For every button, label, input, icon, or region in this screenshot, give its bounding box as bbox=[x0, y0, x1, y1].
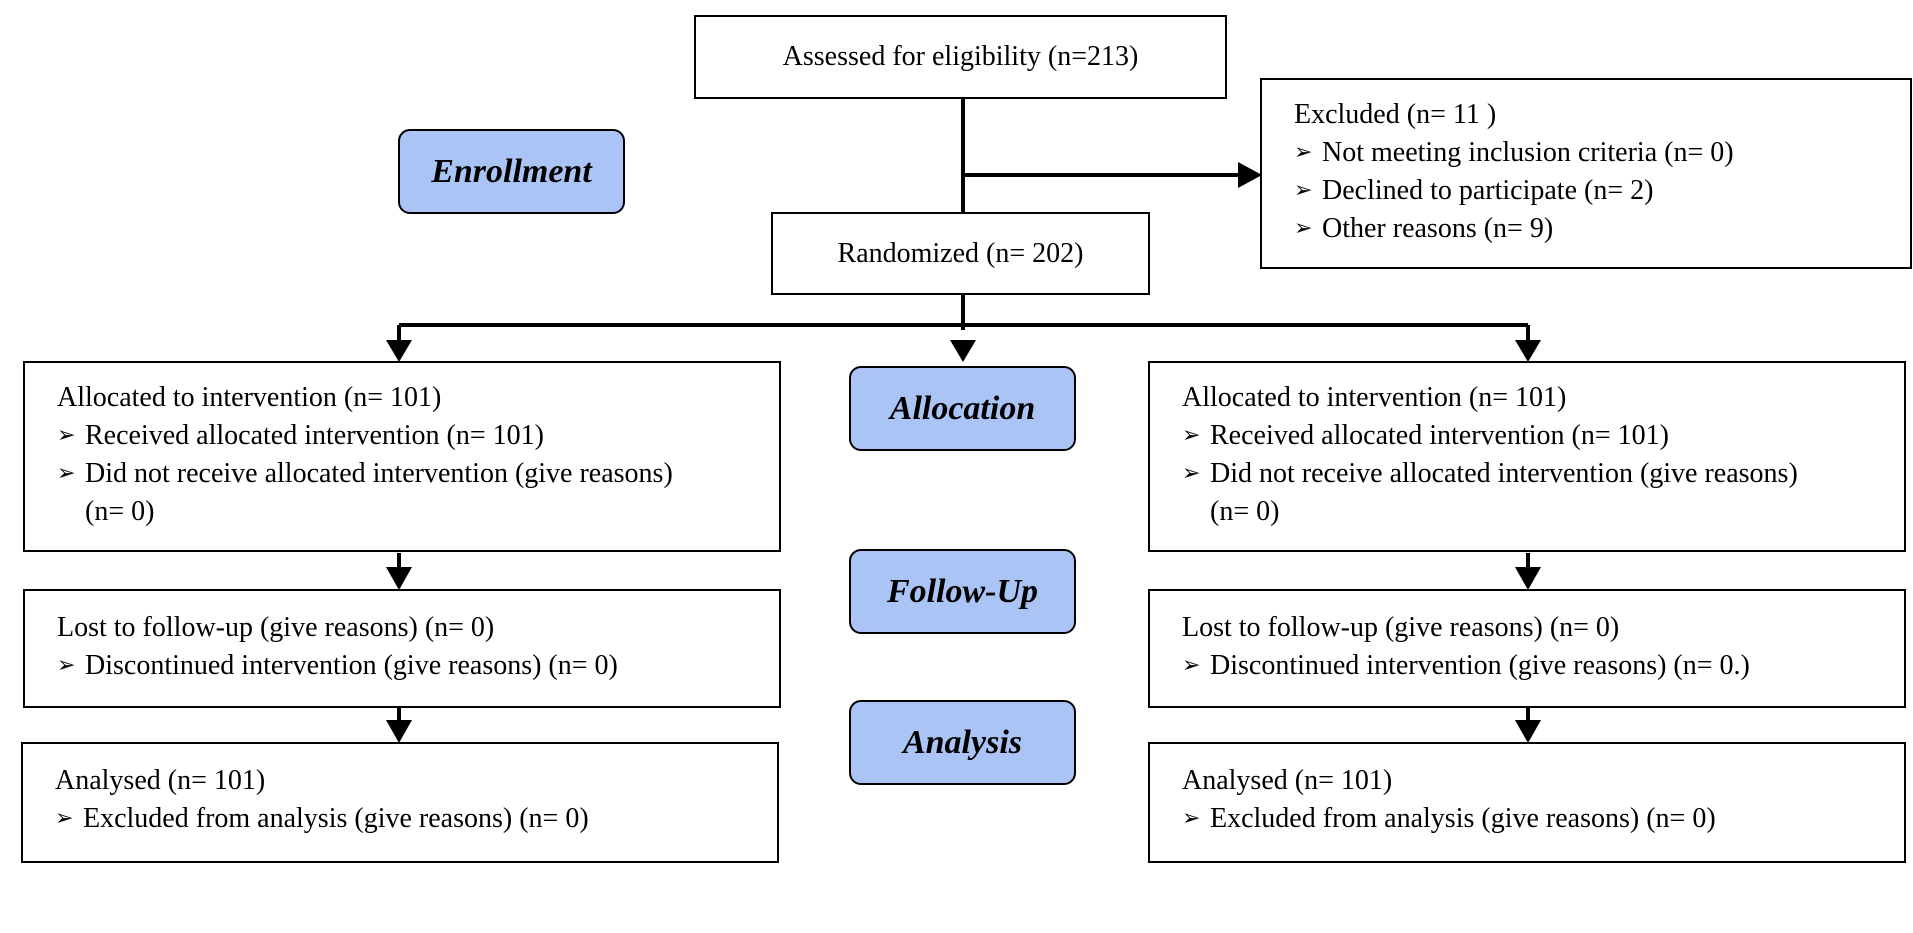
excluded-item-text: Not meeting inclusion criteria (n= 0) bbox=[1322, 137, 1734, 168]
excluded-item-text: Other reasons (n= 9) bbox=[1322, 213, 1554, 244]
randomized-text: Randomized (n= 202) bbox=[837, 237, 1084, 269]
left-analysis-item: ➢ Excluded from analysis (give reasons) … bbox=[55, 800, 757, 838]
left-analysis-title: Analysed (n= 101) bbox=[55, 765, 266, 796]
left-allocation-box: Allocated to intervention (n= 101) ➢ Rec… bbox=[23, 361, 781, 552]
right-analysis-item: ➢ Excluded from analysis (give reasons) … bbox=[1182, 800, 1884, 838]
excluded-item: ➢ Other reasons (n= 9) bbox=[1294, 210, 1910, 248]
right-analysis-title: Analysed (n= 101) bbox=[1182, 765, 1393, 796]
bullet-arrow-icon: ➢ bbox=[1182, 653, 1201, 678]
left-allocation-item: ➢ Received allocated intervention (n= 10… bbox=[57, 417, 759, 455]
bullet-arrow-icon: ➢ bbox=[1294, 216, 1313, 241]
right-allocation-item: ➢ Received allocated intervention (n= 10… bbox=[1182, 417, 1884, 455]
bullet-arrow-icon: ➢ bbox=[55, 806, 74, 831]
left-followup-title: Lost to follow-up (give reasons) (n= 0) bbox=[57, 612, 495, 643]
arrow-to-right-followup bbox=[1515, 567, 1541, 590]
right-analysis-item-text: Excluded from analysis (give reasons) (n… bbox=[1210, 803, 1716, 834]
arrow-to-left-followup bbox=[386, 567, 412, 590]
left-allocation-item-text: Did not receive allocated intervention (… bbox=[85, 458, 673, 527]
left-allocation-item-text: Received allocated intervention (n= 101) bbox=[85, 420, 544, 451]
bullet-arrow-icon: ➢ bbox=[1182, 806, 1201, 831]
excluded-box: Excluded (n= 11 ) ➢ Not meeting inclusio… bbox=[1260, 78, 1912, 269]
excluded-item: ➢ Not meeting inclusion criteria (n= 0) bbox=[1294, 134, 1910, 172]
left-analysis-item-text: Excluded from analysis (give reasons) (n… bbox=[83, 803, 589, 834]
right-analysis-box: Analysed (n= 101) ➢ Excluded from analys… bbox=[1148, 742, 1906, 863]
bullet-arrow-icon: ➢ bbox=[1294, 178, 1313, 203]
bullet-arrow-icon: ➢ bbox=[1182, 423, 1201, 448]
bullet-arrow-icon: ➢ bbox=[1294, 140, 1313, 165]
right-followup-item: ➢ Discontinued intervention (give reason… bbox=[1182, 647, 1884, 685]
phase-label-follow-up: Follow-Up bbox=[849, 549, 1076, 634]
right-allocation-title: Allocated to intervention (n= 101) bbox=[1182, 382, 1567, 413]
left-analysis-box: Analysed (n= 101) ➢ Excluded from analys… bbox=[21, 742, 779, 863]
assessed-text: Assessed for eligibility (n=213) bbox=[782, 41, 1139, 72]
randomized-box: Randomized (n= 202) bbox=[771, 212, 1150, 295]
right-followup-box: Lost to follow-up (give reasons) (n= 0) … bbox=[1148, 589, 1906, 708]
left-allocation-title: Allocated to intervention (n= 101) bbox=[57, 382, 442, 413]
right-followup-title: Lost to follow-up (give reasons) (n= 0) bbox=[1182, 612, 1620, 643]
arrow-to-right-analysis bbox=[1515, 720, 1541, 743]
phase-label-allocation: Allocation bbox=[849, 366, 1076, 451]
phase-label-enrollment: Enrollment bbox=[398, 129, 625, 214]
bullet-arrow-icon: ➢ bbox=[57, 653, 76, 678]
right-allocation-item-text: Received allocated intervention (n= 101) bbox=[1210, 420, 1669, 451]
right-allocation-item: ➢ Did not receive allocated intervention… bbox=[1182, 455, 1884, 531]
bullet-arrow-icon: ➢ bbox=[1182, 461, 1201, 486]
left-followup-item-text: Discontinued intervention (give reasons)… bbox=[85, 650, 618, 681]
arrow-to-excluded bbox=[1238, 162, 1262, 188]
assessed-box: Assessed for eligibility (n=213) bbox=[694, 15, 1227, 99]
phase-label-analysis: Analysis bbox=[849, 700, 1076, 785]
right-allocation-item-text: Did not receive allocated intervention (… bbox=[1210, 458, 1798, 527]
excluded-item-text: Declined to participate (n= 2) bbox=[1322, 175, 1654, 206]
arrow-to-left-analysis bbox=[386, 720, 412, 743]
left-allocation-item: ➢ Did not receive allocated intervention… bbox=[57, 455, 759, 531]
arrow-to-allocation-phase bbox=[950, 340, 976, 362]
excluded-title: Excluded (n= 11 ) bbox=[1294, 99, 1497, 130]
right-followup-item-text: Discontinued intervention (give reasons)… bbox=[1210, 650, 1750, 681]
left-followup-item: ➢ Discontinued intervention (give reason… bbox=[57, 647, 759, 685]
arrow-to-left-allocation bbox=[386, 340, 412, 362]
bullet-arrow-icon: ➢ bbox=[57, 461, 76, 486]
arrow-to-right-allocation bbox=[1515, 340, 1541, 362]
excluded-item: ➢ Declined to participate (n= 2) bbox=[1294, 172, 1910, 210]
right-allocation-box: Allocated to intervention (n= 101) ➢ Rec… bbox=[1148, 361, 1906, 552]
left-followup-box: Lost to follow-up (give reasons) (n= 0) … bbox=[23, 589, 781, 708]
bullet-arrow-icon: ➢ bbox=[57, 423, 76, 448]
